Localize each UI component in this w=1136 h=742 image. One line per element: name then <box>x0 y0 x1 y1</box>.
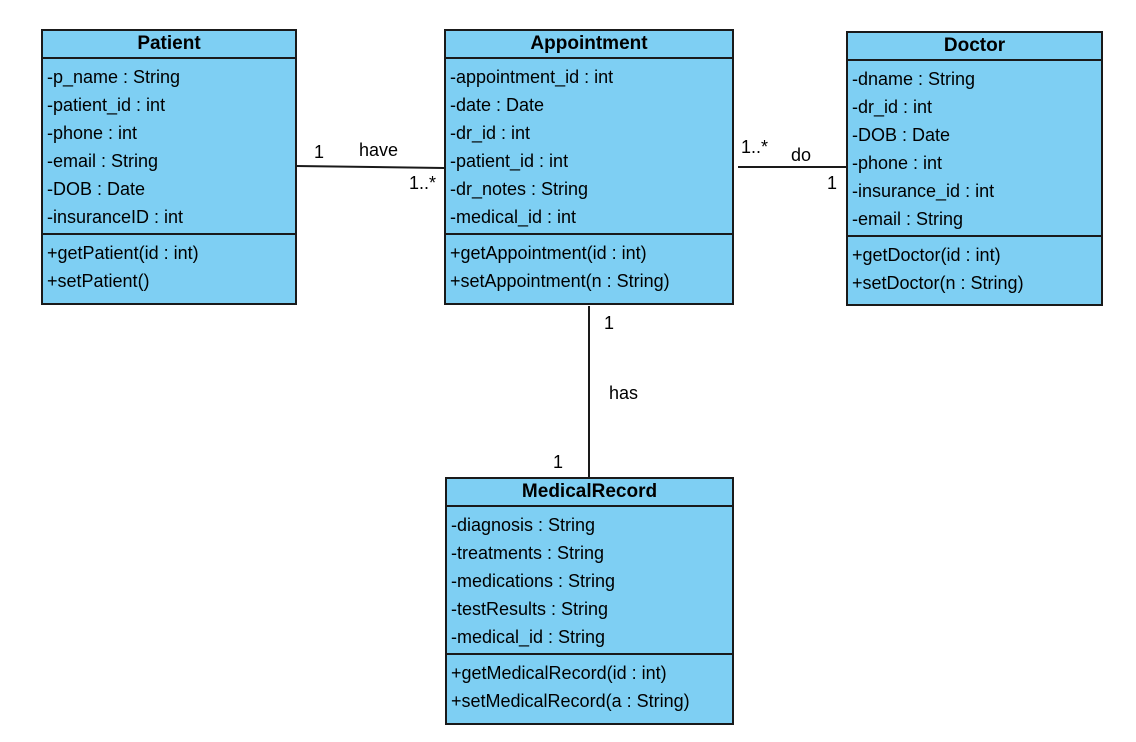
attribute: -date : Date <box>450 95 545 115</box>
class-name: Doctor <box>848 33 1101 61</box>
attribute: -p_name : String <box>47 67 181 87</box>
methods-section: +getAppointment(id : int) +setAppointmen… <box>446 233 732 297</box>
methods-section: +getMedicalRecord(id : int) +setMedicalR… <box>447 653 732 717</box>
attribute: -email : String <box>852 209 964 229</box>
attribute: -dr_id : int <box>852 97 933 117</box>
attribute: -DOB : Date <box>47 179 146 199</box>
attribute: -patient_id : int <box>450 151 569 171</box>
attribute: -insuranceID : int <box>47 207 184 227</box>
method: +getPatient(id : int) <box>47 243 199 263</box>
attribute: -DOB : Date <box>852 125 951 145</box>
class-medical-record[interactable]: MedicalRecord -diagnosis : String -treat… <box>445 477 734 725</box>
association-label-have: have <box>359 140 399 160</box>
attribute: -medications : String <box>451 571 616 591</box>
attribute: -phone : int <box>852 153 943 173</box>
method: +setAppointment(n : String) <box>450 271 670 291</box>
methods-section: +getPatient(id : int) +setPatient() <box>43 233 295 297</box>
multiplicity-record-side: 1 <box>553 452 564 472</box>
attribute: -dr_id : int <box>450 123 531 143</box>
attribute: -dr_notes : String <box>450 179 589 199</box>
class-name: MedicalRecord <box>447 479 732 507</box>
class-patient[interactable]: Patient -p_name : String -patient_id : i… <box>41 29 297 305</box>
multiplicity-patient-side: 1 <box>314 142 325 162</box>
method: +setDoctor(n : String) <box>852 273 1024 293</box>
method: +setPatient() <box>47 271 150 291</box>
attributes-section: -diagnosis : String -treatments : String… <box>447 507 732 653</box>
association-label-do: do <box>791 145 812 165</box>
method: +getMedicalRecord(id : int) <box>451 663 667 683</box>
methods-section: +getDoctor(id : int) +setDoctor(n : Stri… <box>848 235 1101 299</box>
attribute: -treatments : String <box>451 543 605 563</box>
attribute: -diagnosis : String <box>451 515 596 535</box>
class-doctor[interactable]: Doctor -dname : String -dr_id : int -DOB… <box>846 31 1103 306</box>
multiplicity-appointment-side: 1..* <box>409 173 437 193</box>
attribute: -insurance_id : int <box>852 181 995 201</box>
attributes-section: -p_name : String -patient_id : int -phon… <box>43 59 295 233</box>
method: +getAppointment(id : int) <box>450 243 647 263</box>
attribute: -medical_id : int <box>450 207 577 227</box>
attribute: -email : String <box>47 151 159 171</box>
multiplicity-doctor-side: 1 <box>827 173 838 193</box>
method: +setMedicalRecord(a : String) <box>451 691 690 711</box>
association-label-has: has <box>609 383 639 403</box>
association-line-patient-appointment <box>295 165 445 169</box>
attribute: -patient_id : int <box>47 95 166 115</box>
multiplicity-appointment-side: 1..* <box>741 137 769 157</box>
method: +getDoctor(id : int) <box>852 245 1001 265</box>
class-name: Appointment <box>446 31 732 59</box>
attributes-section: -appointment_id : int -date : Date -dr_i… <box>446 59 732 233</box>
multiplicity-appointment-side: 1 <box>604 313 615 333</box>
attribute: -dname : String <box>852 69 976 89</box>
attribute: -appointment_id : int <box>450 67 614 87</box>
attribute: -testResults : String <box>451 599 609 619</box>
attribute: -phone : int <box>47 123 138 143</box>
class-appointment[interactable]: Appointment -appointment_id : int -date … <box>444 29 734 305</box>
attributes-section: -dname : String -dr_id : int -DOB : Date… <box>848 61 1101 235</box>
class-name: Patient <box>43 31 295 59</box>
attribute: -medical_id : String <box>451 627 606 647</box>
